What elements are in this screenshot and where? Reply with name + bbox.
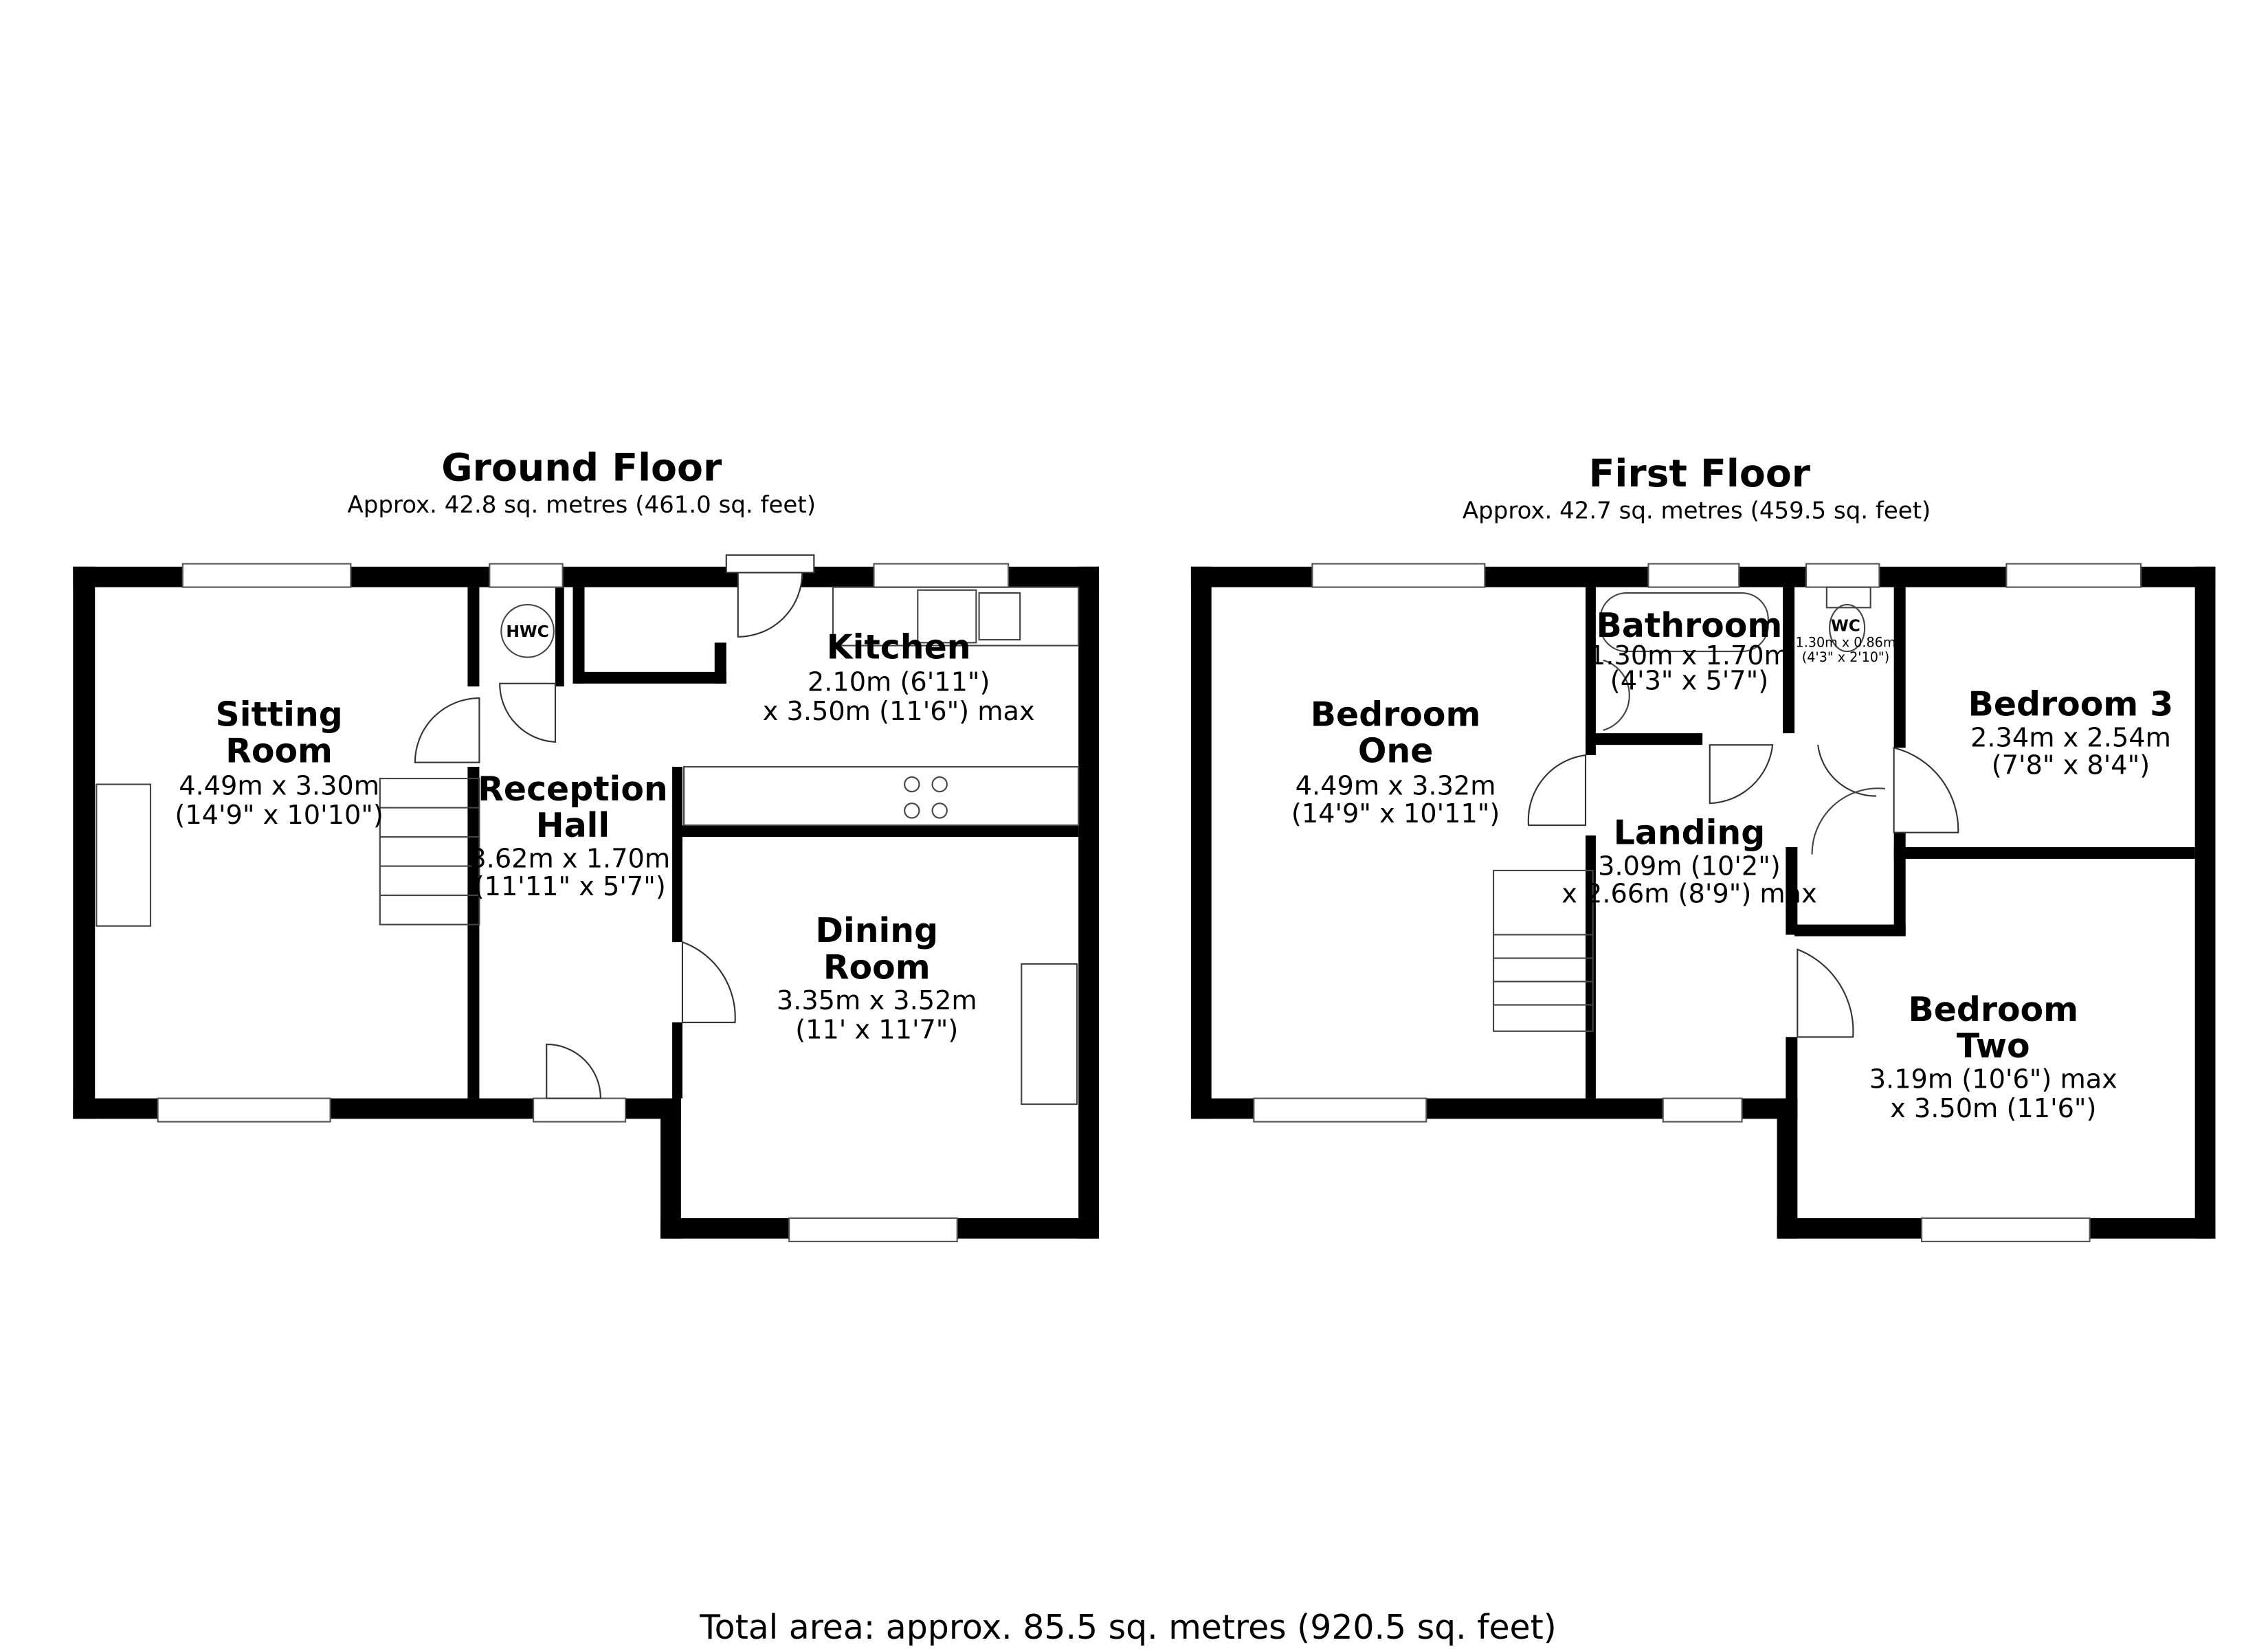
svg-text:(11'11" x 5'7"): (11'11" x 5'7") (474, 871, 666, 902)
svg-text:Bedroom: Bedroom (1908, 990, 2078, 1029)
svg-text:(4'3" x 5'7"): (4'3" x 5'7") (1610, 665, 1768, 696)
svg-text:(14'9" x 10'10"): (14'9" x 10'10") (175, 800, 383, 831)
hwc-label: HWC (506, 622, 549, 641)
room-wc: WC 1.30m x 0.86m (4'3" x 2'10") (1796, 616, 1896, 665)
svg-text:2.34m x 2.54m: 2.34m x 2.54m (1970, 722, 2171, 753)
svg-text:4.49m x 3.30m: 4.49m x 3.30m (179, 770, 379, 801)
svg-text:2.10m (6'11"): 2.10m (6'11") (808, 666, 990, 697)
svg-text:x 2.66m (8'9") max: x 2.66m (8'9") max (1561, 879, 1817, 910)
first-floor-plan: First Floor Approx. 42.7 sq. metres (459… (1190, 452, 2216, 1242)
svg-text:Dining: Dining (815, 911, 938, 950)
ground-windows (157, 563, 1010, 1242)
svg-text:4.49m x 3.32m: 4.49m x 3.32m (1296, 770, 1496, 801)
svg-text:3.09m (10'2"): 3.09m (10'2") (1598, 851, 1781, 882)
room-reception-hall: Reception Hall 3.62m x 1.70m (11'11" x 5… (469, 770, 670, 902)
svg-text:x 3.50m (11'6") max: x 3.50m (11'6") max (763, 696, 1035, 727)
svg-text:(7'8" x 8'4"): (7'8" x 8'4") (1992, 750, 2150, 781)
first-windows (1253, 563, 2142, 1242)
svg-text:1.30m x 1.70m: 1.30m x 1.70m (1589, 640, 1790, 671)
room-bedroom-two: Bedroom Two 3.19m (10'6") max x 3.50m (1… (1869, 990, 2117, 1124)
svg-text:WC: WC (1831, 616, 1860, 635)
room-bedroom-3: Bedroom 3 2.34m x 2.54m (7'8" x 8'4") (1968, 685, 2174, 781)
room-landing: Landing 3.09m (10'2") x 2.66m (8'9") max (1561, 814, 1817, 910)
svg-text:Bathroom: Bathroom (1597, 606, 1783, 645)
svg-text:(4'3" x 2'10"): (4'3" x 2'10") (1802, 649, 1889, 665)
svg-text:(11' x 11'7"): (11' x 11'7") (795, 1014, 958, 1045)
svg-text:Bedroom: Bedroom (1311, 695, 1481, 734)
svg-text:(14'9" x 10'11"): (14'9" x 10'11") (1291, 798, 1500, 829)
room-bedroom-one: Bedroom One 4.49m x 3.32m (14'9" x 10'11… (1291, 695, 1500, 829)
svg-text:1.30m x 0.86m: 1.30m x 0.86m (1796, 635, 1896, 651)
first-fixtures (1493, 586, 1959, 1038)
svg-text:Hall: Hall (536, 806, 610, 845)
ground-floor-title: Ground Floor (441, 446, 722, 490)
svg-text:Sitting: Sitting (216, 695, 343, 734)
ground-floor-plan: Ground Floor Approx. 42.8 sq. metres (46… (73, 446, 1099, 1242)
ground-fixtures: HWC (96, 554, 1080, 1106)
total-area: Total area: approx. 85.5 sq. metres (920… (699, 1608, 1557, 1647)
room-dining-room: Dining Room 3.35m x 3.52m (11' x 11'7") (777, 911, 977, 1045)
svg-text:Room: Room (823, 947, 931, 987)
svg-text:Bedroom 3: Bedroom 3 (1968, 685, 2174, 724)
first-floor-area: Approx. 42.7 sq. metres (459.5 sq. feet) (1463, 497, 1931, 525)
svg-text:3.35m x 3.52m: 3.35m x 3.52m (777, 985, 977, 1016)
svg-text:Room: Room (225, 732, 333, 771)
svg-text:Kitchen: Kitchen (827, 628, 971, 667)
svg-text:3.19m (10'6") max: 3.19m (10'6") max (1869, 1064, 2117, 1095)
room-kitchen: Kitchen 2.10m (6'11") x 3.50m (11'6") ma… (763, 628, 1035, 727)
svg-text:Landing: Landing (1614, 814, 1765, 853)
first-floor-title: First Floor (1589, 452, 1811, 496)
hot-water-cylinder-icon (500, 604, 555, 658)
svg-text:Reception: Reception (478, 770, 667, 809)
svg-text:x 3.50m (11'6"): x 3.50m (11'6") (1890, 1093, 2096, 1124)
room-sitting-room: Sitting Room 4.49m x 3.30m (14'9" x 10'1… (175, 695, 383, 831)
room-bathroom: Bathroom 1.30m x 1.70m (4'3" x 5'7") (1589, 606, 1790, 697)
svg-text:3.62m x 1.70m: 3.62m x 1.70m (469, 844, 670, 875)
svg-text:One: One (1358, 732, 1434, 771)
ground-floor-area: Approx. 42.8 sq. metres (461.0 sq. feet) (348, 491, 816, 519)
svg-text:Two: Two (1957, 1027, 2030, 1066)
